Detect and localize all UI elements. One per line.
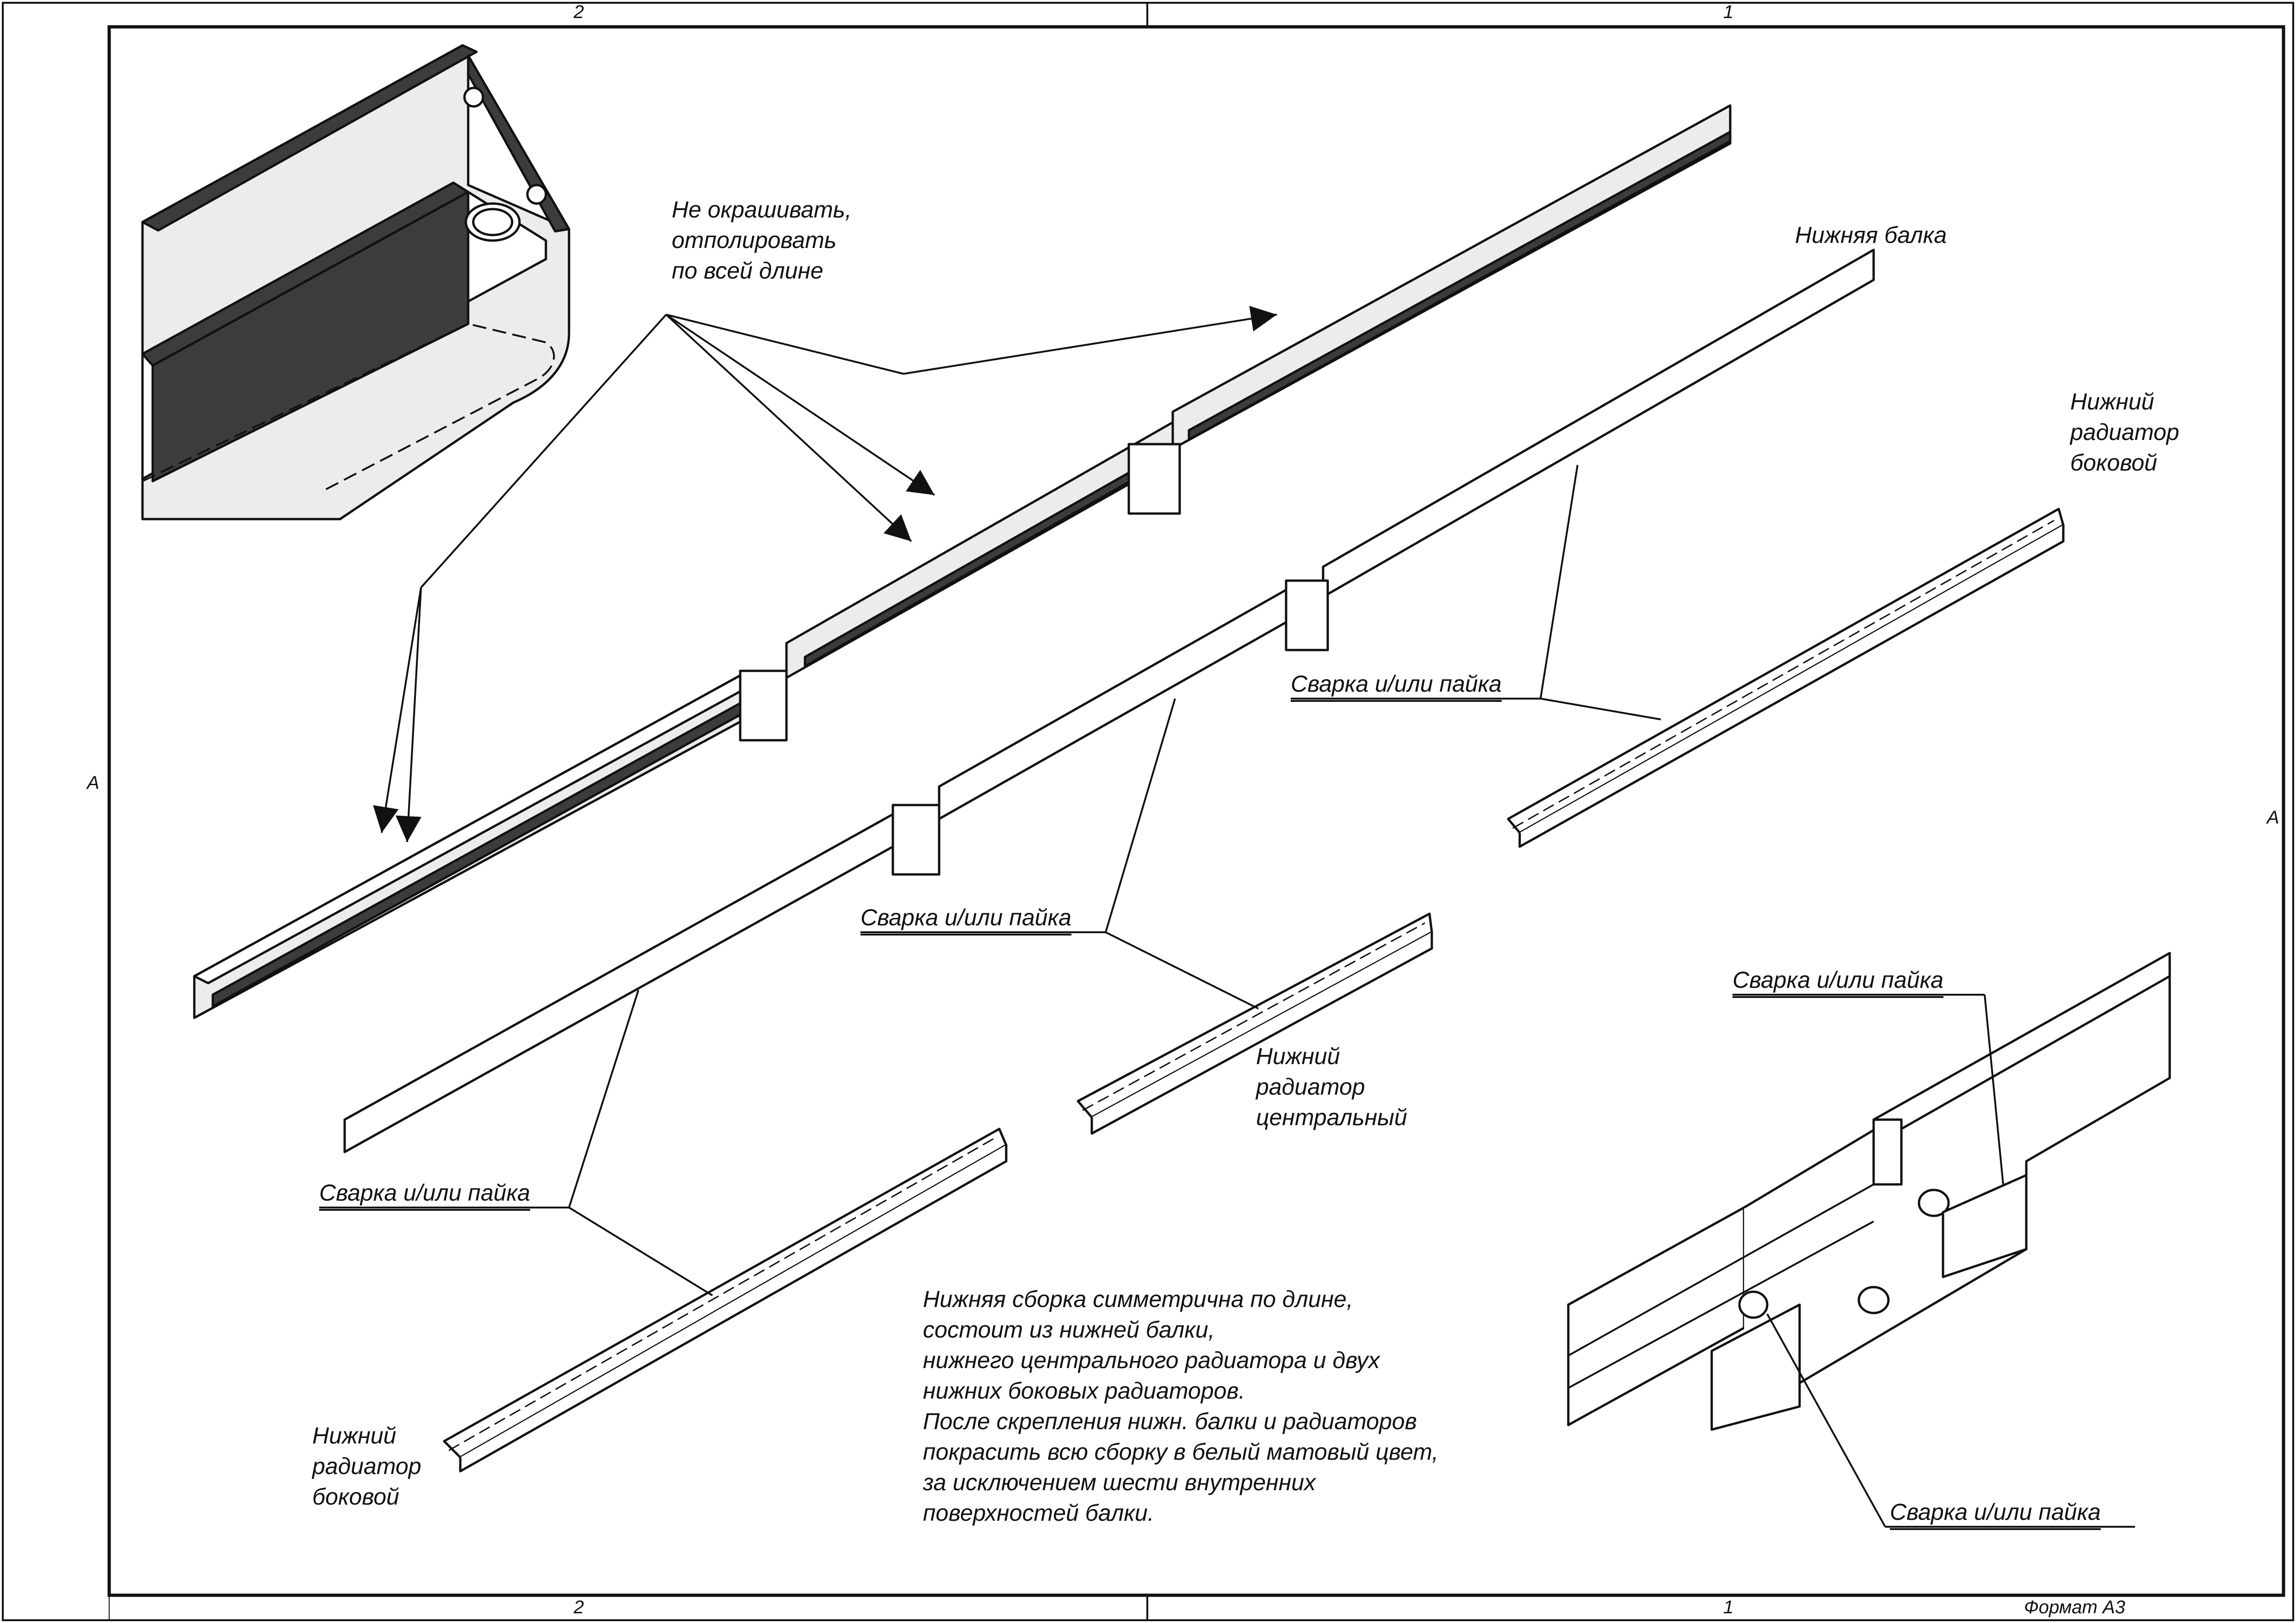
assembly-notes: Нижняя сборка симметрична по длине, сост… [923, 1284, 1438, 1528]
note-line-5: После скрепления нижн. балки и радиаторо… [923, 1408, 1417, 1434]
label-side-radiator-bottom-line-3: боковой [312, 1484, 399, 1510]
zone-bottom-2: 2 [574, 1597, 584, 1617]
note-line-7: за исключением шести внутренних [923, 1469, 1316, 1495]
lower-beam [343, 248, 1875, 1153]
label-weld-detail-top: Сварка и/или пайка [1733, 965, 1943, 998]
zone-bottom-1: 1 [1723, 1597, 1734, 1617]
zone-right-a: А [2267, 807, 2279, 828]
detail-view-joint [1567, 952, 2171, 1431]
polished-beam [193, 104, 1732, 1019]
central-radiator [1077, 912, 1433, 1135]
zone-left-a: А [87, 773, 99, 793]
label-weld-2: Сварка и/или пайка [860, 902, 1071, 935]
label-side-radiator-bottom-line-1: Нижний [312, 1423, 396, 1449]
label-weld-3: Сварка и/или пайка [319, 1177, 530, 1211]
note-line-2: состоит из нижней балки, [923, 1317, 1215, 1343]
label-central-radiator-line-2: радиатор [1256, 1074, 1365, 1100]
label-central-radiator-line-1: Нижний [1256, 1043, 1340, 1069]
label-side-radiator-top: Нижний радиатор боковой [2070, 386, 2179, 478]
label-side-radiator-top-line-3: боковой [2070, 450, 2157, 476]
label-weld-detail-bottom: Сварка и/или пайка [1890, 1497, 2101, 1530]
label-no-paint-line-1: Не окрашивать, [672, 197, 852, 223]
note-line-1: Нижняя сборка симметрична по длине, [923, 1286, 1353, 1312]
format-label: Формат А3 [2024, 1597, 2125, 1617]
note-line-8: поверхностей балки. [923, 1500, 1154, 1526]
label-lower-beam: Нижняя балка [1795, 222, 1947, 248]
label-no-paint: Не окрашивать, отполировать по всей длин… [672, 194, 852, 286]
label-side-radiator-top-line-2: радиатор [2070, 419, 2179, 445]
detail-view-beam-end [141, 44, 570, 520]
label-side-radiator-bottom: Нижний радиатор боковой [312, 1420, 421, 1512]
note-line-3: нижнего центрального радиатора и двух [923, 1347, 1380, 1373]
label-central-radiator-line-3: центральный [1256, 1104, 1407, 1130]
leader-lines [319, 306, 2135, 1528]
label-no-paint-line-2: отполировать [672, 227, 837, 253]
label-central-radiator: Нижний радиатор центральный [1256, 1041, 1407, 1133]
side-radiator-lower [443, 1127, 1008, 1473]
note-line-4: нижних боковых радиаторов. [923, 1378, 1245, 1404]
label-side-radiator-top-line-1: Нижний [2070, 389, 2154, 415]
note-line-6: покрасить всю сборку в белый матовый цве… [923, 1439, 1439, 1465]
label-side-radiator-bottom-line-2: радиатор [312, 1453, 421, 1479]
zone-top-2: 2 [574, 2, 584, 22]
label-weld-1: Сварка и/или пайка [1291, 669, 1502, 702]
zone-top-1: 1 [1723, 2, 1734, 22]
side-radiator-upper [1507, 508, 2065, 848]
label-no-paint-line-3: по всей длине [672, 258, 823, 284]
